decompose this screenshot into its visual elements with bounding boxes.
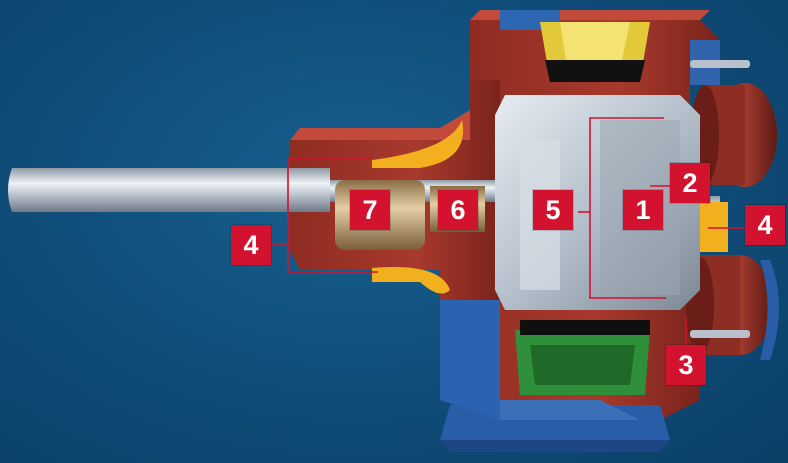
bracket-line-4-left xyxy=(287,157,378,273)
bracket-line-5 xyxy=(589,117,666,299)
bracket-lines xyxy=(270,117,745,350)
callout-7: 7 xyxy=(350,190,390,230)
lubricant-channels xyxy=(372,120,728,294)
cut-faces xyxy=(440,10,720,420)
inlet-port xyxy=(540,22,650,82)
callout-4-left: 4 xyxy=(231,225,271,265)
callout-6: 6 xyxy=(438,190,478,230)
callout-3: 3 xyxy=(666,345,706,385)
callout-1: 1 xyxy=(623,190,663,230)
callout-4-right: 4 xyxy=(745,205,785,245)
callout-5: 5 xyxy=(533,190,573,230)
outlet-port xyxy=(515,320,650,395)
callout-2: 2 xyxy=(670,163,710,203)
end-caps xyxy=(686,60,779,360)
